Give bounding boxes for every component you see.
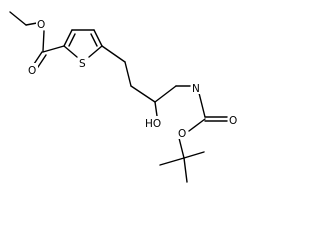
chain-bond-4 [154,85,177,103]
ester-oxygen-to-carbonyl-bond [42,30,45,52]
alkyl-chain [101,45,191,117]
ester-oxygen-label: O [37,19,45,31]
ester-oxygen-to-tbutyl-bond [178,137,185,159]
amide-nitrogen-label: N [192,83,200,95]
atom-labels: O O S HO N O O [27,17,239,140]
carbamate-carbonyl-oxygen-label: O [229,115,237,127]
tbutyl-methyl-right-bond [183,151,205,159]
carbamate-ester-oxygen-label: O [178,128,186,140]
chemical-structure-diagram: O O S HO N O O [9,11,239,183]
carbonyl-to-ester-oxygen-bond [188,118,206,132]
ring-c4-c5-inner-bond [90,33,98,47]
carbonyl-oxygen-label: O [28,65,36,77]
nitrogen-to-carbonyl-bond [198,92,206,118]
tbutyl-methyl-left-bond [159,157,185,166]
ring-c2-c3-double-bond [63,29,73,47]
tbutyl-methyl-down-bond [183,157,188,183]
thiophene-ring [63,29,103,58]
ethyl-ester-group [9,11,65,71]
chain-bond-2 [124,61,132,87]
ring-c2-c3-inner-bond [68,33,76,47]
chain-bond-3 [130,85,156,103]
thiophene-sulfur-label: S [79,58,86,70]
hydroxyl-label: HO [145,118,161,130]
carbonyl-to-ring-bond [42,45,65,53]
ring-c5-s-bond [88,45,103,58]
boc-carbamate-group [159,92,228,183]
ethyl-to-oxygen-bond [25,22,38,26]
chain-bond-1 [101,45,126,63]
ethyl-terminal-bond [9,11,27,26]
ring-s-c2-bond [63,45,78,58]
ring-c4-c5-double-bond [93,29,103,47]
hydroxyl-bond [154,101,158,117]
